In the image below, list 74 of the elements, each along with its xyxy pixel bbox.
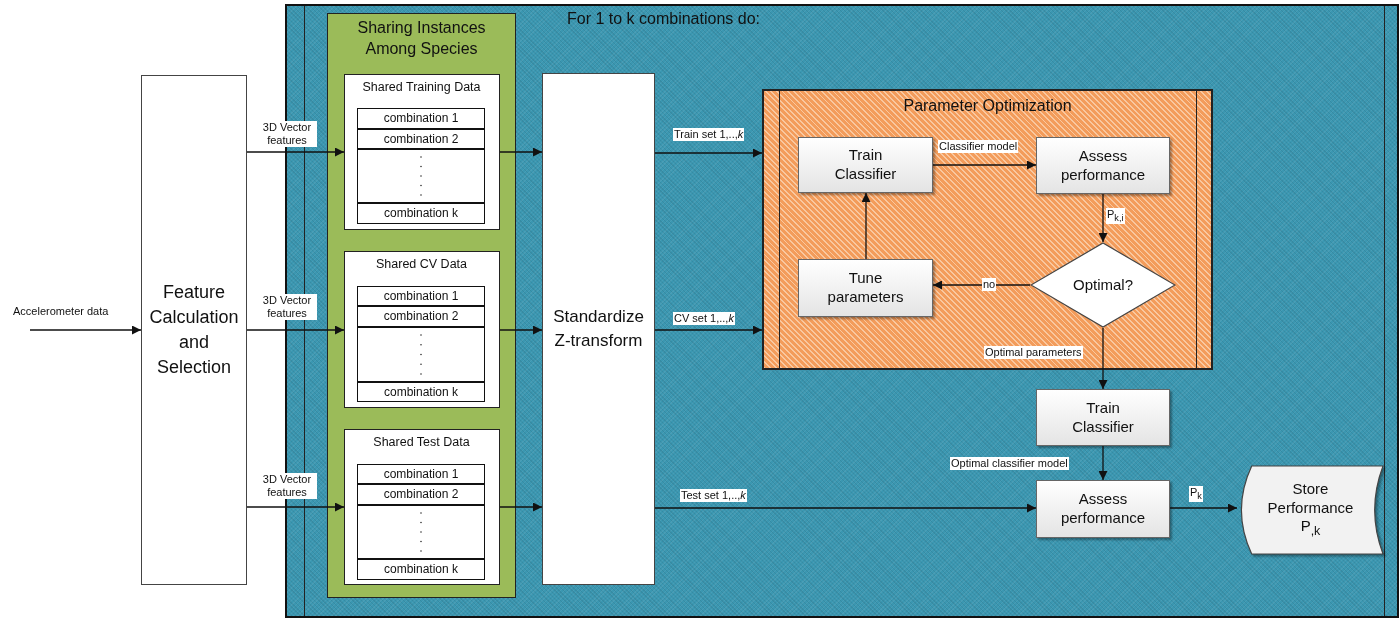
empty-table-row bbox=[357, 327, 485, 382]
arrow bbox=[1098, 193, 1108, 243]
edge-label: no bbox=[982, 278, 997, 292]
data-table bbox=[343, 250, 500, 408]
arrow bbox=[499, 502, 543, 512]
process-box bbox=[1036, 389, 1170, 446]
table-row bbox=[357, 306, 485, 327]
table-row bbox=[357, 129, 485, 149]
subprocess-panel bbox=[762, 89, 1213, 370]
table-heading: Shared CV Data bbox=[375, 256, 468, 273]
box-label: Store Performance P$_{,k}$ bbox=[1266, 479, 1355, 541]
table-heading: Shared Test Data bbox=[372, 434, 471, 451]
arrow bbox=[1098, 445, 1108, 481]
arrow bbox=[499, 147, 543, 157]
loop-heading: For 1 to k combinations do: bbox=[567, 9, 760, 29]
box-label: Train Classifier bbox=[833, 146, 898, 184]
process-box bbox=[798, 259, 933, 317]
edge-label: Train set 1,..,k bbox=[673, 128, 745, 142]
data-table bbox=[343, 73, 500, 230]
box-label: combination 2 bbox=[382, 131, 460, 147]
table-row bbox=[357, 203, 485, 224]
empty-table-row bbox=[357, 505, 485, 559]
arrow bbox=[246, 325, 345, 335]
panel-heading: Parameter Optimization bbox=[902, 96, 1073, 116]
process-box bbox=[141, 75, 247, 585]
arrow bbox=[29, 325, 142, 335]
edge-label: CV set 1,..,k bbox=[673, 312, 735, 326]
process-box bbox=[798, 137, 933, 193]
empty-table-row bbox=[357, 149, 485, 203]
arrow bbox=[1098, 327, 1108, 390]
box-label: combination 2 bbox=[382, 309, 460, 324]
table-row bbox=[357, 286, 485, 306]
box-label: Tune parameters bbox=[826, 269, 905, 307]
arrow bbox=[246, 147, 345, 157]
table-row bbox=[357, 559, 485, 580]
edge-label: Optimal parameters bbox=[984, 346, 1083, 360]
box-label: combination 1 bbox=[382, 466, 460, 482]
box-label: Standardize Z-transform bbox=[552, 306, 645, 352]
arrow bbox=[499, 325, 543, 335]
box-label: combination 1 bbox=[382, 111, 460, 126]
box-label: Assess performance bbox=[1059, 146, 1147, 185]
arrow bbox=[246, 502, 345, 512]
edge-label: P$_{k}$ bbox=[1189, 486, 1203, 503]
arrow bbox=[654, 325, 763, 335]
box-label: combination k bbox=[382, 206, 459, 221]
group-panel bbox=[327, 13, 516, 598]
box-label: Optimal? bbox=[1072, 275, 1134, 295]
box-label: Feature Calculation and Selection bbox=[148, 280, 240, 380]
decision-diamond bbox=[1030, 242, 1176, 328]
process-box bbox=[542, 73, 655, 585]
box-label: combination k bbox=[382, 384, 459, 400]
box-label: Assess performance bbox=[1059, 490, 1147, 528]
table-heading: Shared Training Data bbox=[361, 79, 482, 96]
data-table bbox=[343, 428, 500, 585]
box-label: combination k bbox=[382, 562, 459, 577]
arrow bbox=[932, 280, 1031, 290]
edge-label: P$_{k,i}$ bbox=[1106, 208, 1125, 225]
table-row bbox=[357, 382, 485, 402]
process-box bbox=[1036, 137, 1170, 194]
arrow bbox=[654, 148, 763, 158]
arrow bbox=[1169, 503, 1238, 513]
box-label: Train Classifier bbox=[1071, 398, 1135, 437]
group-heading: Sharing Instances Among Species bbox=[356, 18, 487, 59]
box-label: combination 1 bbox=[382, 288, 460, 304]
table-row bbox=[357, 108, 485, 129]
edge-label: Optimal classifier model bbox=[950, 457, 1069, 471]
table-row bbox=[357, 484, 485, 505]
arrow bbox=[861, 192, 871, 260]
box-label: combination 2 bbox=[382, 487, 460, 502]
arrow bbox=[654, 503, 1037, 513]
table-row bbox=[357, 464, 485, 484]
process-box bbox=[1036, 480, 1170, 538]
edge-label: Test set 1,..,k bbox=[680, 489, 747, 503]
edge-label: Classifier model bbox=[938, 140, 1019, 154]
